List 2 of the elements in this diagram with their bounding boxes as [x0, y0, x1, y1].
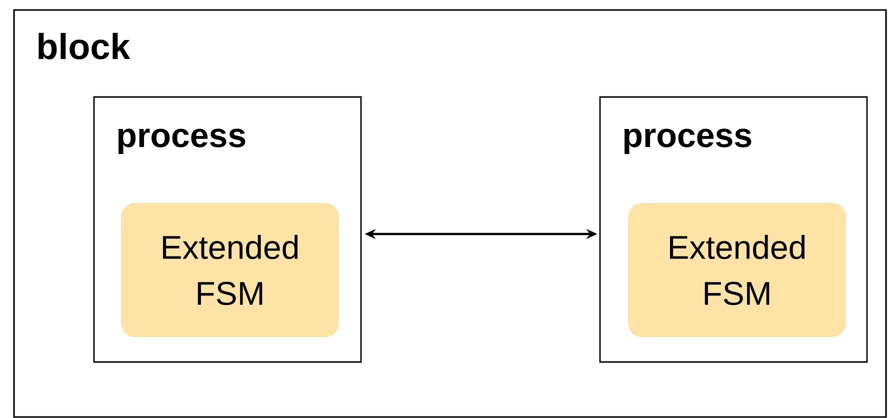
- state-machine-box: Extended FSM: [628, 203, 846, 337]
- state-machine-box: Extended FSM: [121, 203, 339, 337]
